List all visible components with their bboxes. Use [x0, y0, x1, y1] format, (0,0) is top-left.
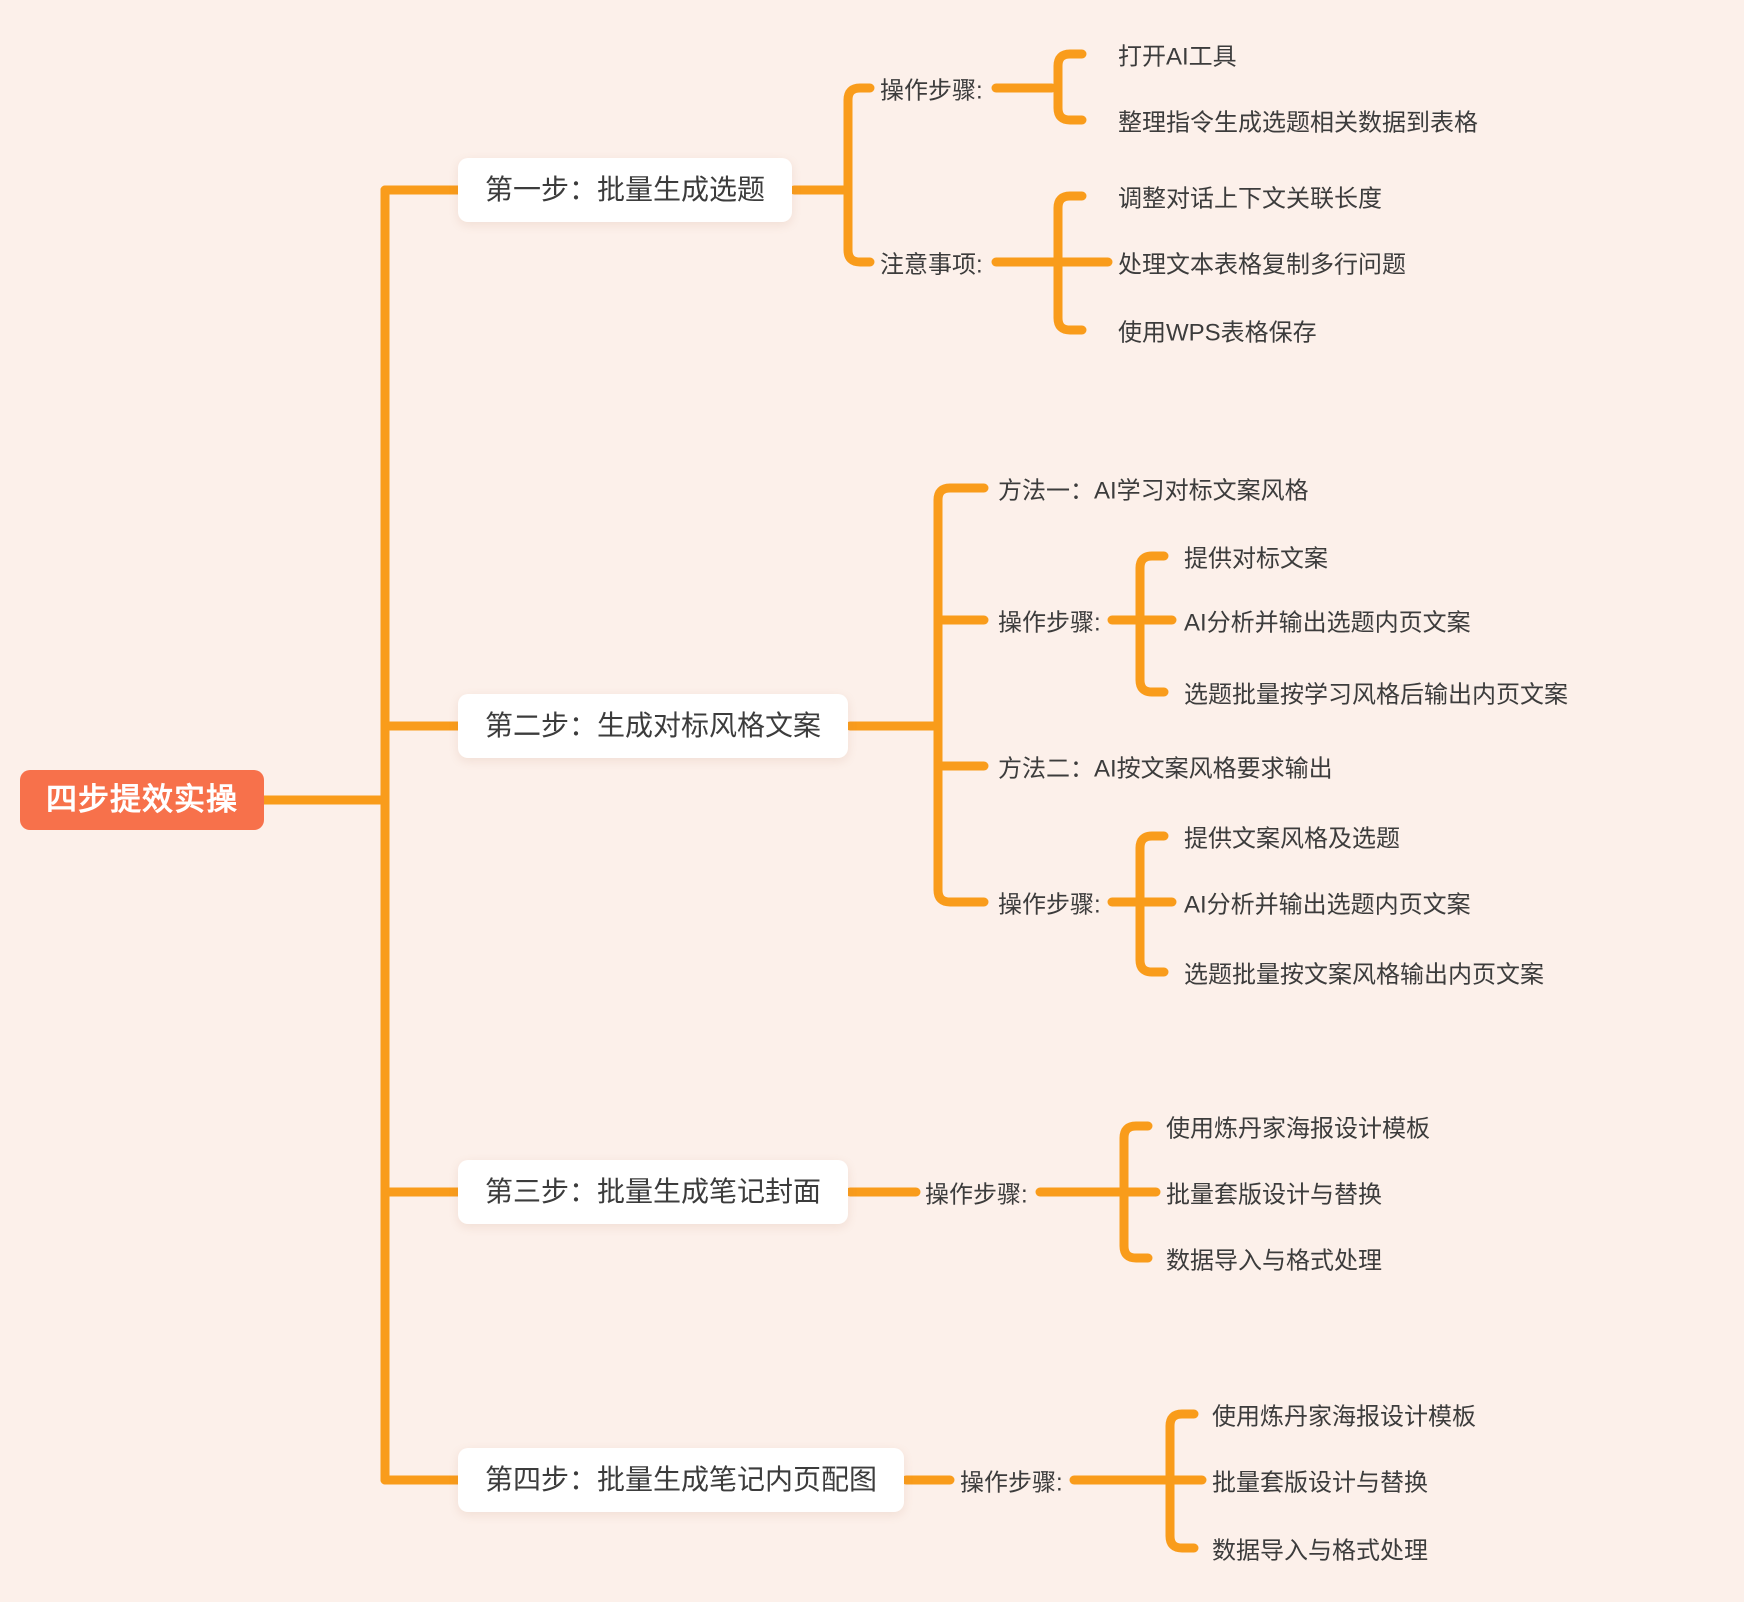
branch-label[interactable]: 方法二：AI按文案风格要求输出 [998, 755, 1333, 783]
connector-line [1135, 831, 1169, 977]
step-node[interactable]: 第四步：批量生成笔记内页配图 [458, 1448, 905, 1512]
connector-line [1135, 551, 1169, 697]
leaf-item[interactable]: 批量套版设计与替换 [1166, 1181, 1382, 1209]
leaf-item[interactable]: 打开AI工具 [1118, 43, 1237, 71]
leaf-item[interactable]: 选题批量按文案风格输出内页文案 [1184, 961, 1544, 989]
leaf-item[interactable]: AI分析并输出选题内页文案 [1184, 609, 1471, 637]
leaf-item[interactable]: 批量套版设计与替换 [1212, 1469, 1428, 1497]
connector-line [1119, 1121, 1153, 1263]
leaf-item[interactable]: 使用WPS表格保存 [1118, 319, 1317, 347]
step-node[interactable]: 第二步：生成对标风格文案 [458, 694, 849, 758]
branch-label[interactable]: 操作步骤: [998, 609, 1101, 637]
connector-line [1053, 191, 1087, 335]
root-node[interactable]: 四步提效实操 [20, 770, 264, 830]
leaf-item[interactable]: 使用炼丹家海报设计模板 [1212, 1403, 1476, 1431]
branch-label[interactable]: 操作步骤: [925, 1181, 1028, 1209]
connector-line [843, 83, 875, 267]
connector-line [933, 483, 989, 907]
branch-label[interactable]: 操作步骤: [960, 1469, 1063, 1497]
leaf-item[interactable]: 数据导入与格式处理 [1212, 1537, 1428, 1565]
leaf-item[interactable]: 数据导入与格式处理 [1166, 1247, 1382, 1275]
connector-line [1053, 49, 1087, 125]
leaf-item[interactable]: 提供对标文案 [1184, 545, 1328, 573]
leaf-item[interactable]: 调整对话上下文关联长度 [1118, 185, 1382, 213]
leaf-item[interactable]: 使用炼丹家海报设计模板 [1166, 1115, 1430, 1143]
branch-label[interactable]: 操作步骤: [998, 891, 1101, 919]
leaf-item[interactable]: 提供文案风格及选题 [1184, 825, 1400, 853]
connector-line [1165, 1409, 1199, 1553]
branch-label[interactable]: 方法一：AI学习对标文案风格 [998, 477, 1309, 505]
step-node[interactable]: 第一步：批量生成选题 [458, 158, 793, 222]
leaf-item[interactable]: 处理文本表格复制多行问题 [1118, 251, 1406, 279]
step-node[interactable]: 第三步：批量生成笔记封面 [458, 1160, 849, 1224]
leaf-item[interactable]: AI分析并输出选题内页文案 [1184, 891, 1471, 919]
leaf-item[interactable]: 整理指令生成选题相关数据到表格 [1118, 109, 1478, 137]
branch-label[interactable]: 注意事项: [880, 251, 983, 279]
branch-label[interactable]: 操作步骤: [880, 77, 983, 105]
leaf-item[interactable]: 选题批量按学习风格后输出内页文案 [1184, 681, 1568, 709]
